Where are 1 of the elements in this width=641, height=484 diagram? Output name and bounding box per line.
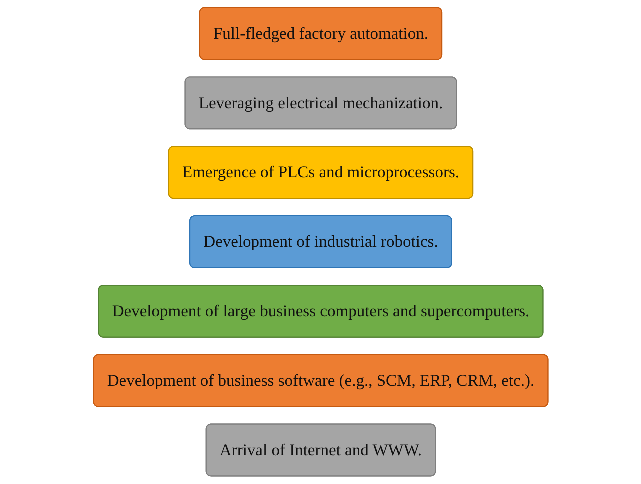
diagram: Full-fledged factory automation. Leveraging electrical mechanization. Emergence of PLCs and microprocessors. Development of industrial robotics. Development of large business computers and supercomputers. Development of business software (e.g., SCM, ERP, CRM, etc.). Arrival of Internet and WWW.	[86, 0, 556, 484]
